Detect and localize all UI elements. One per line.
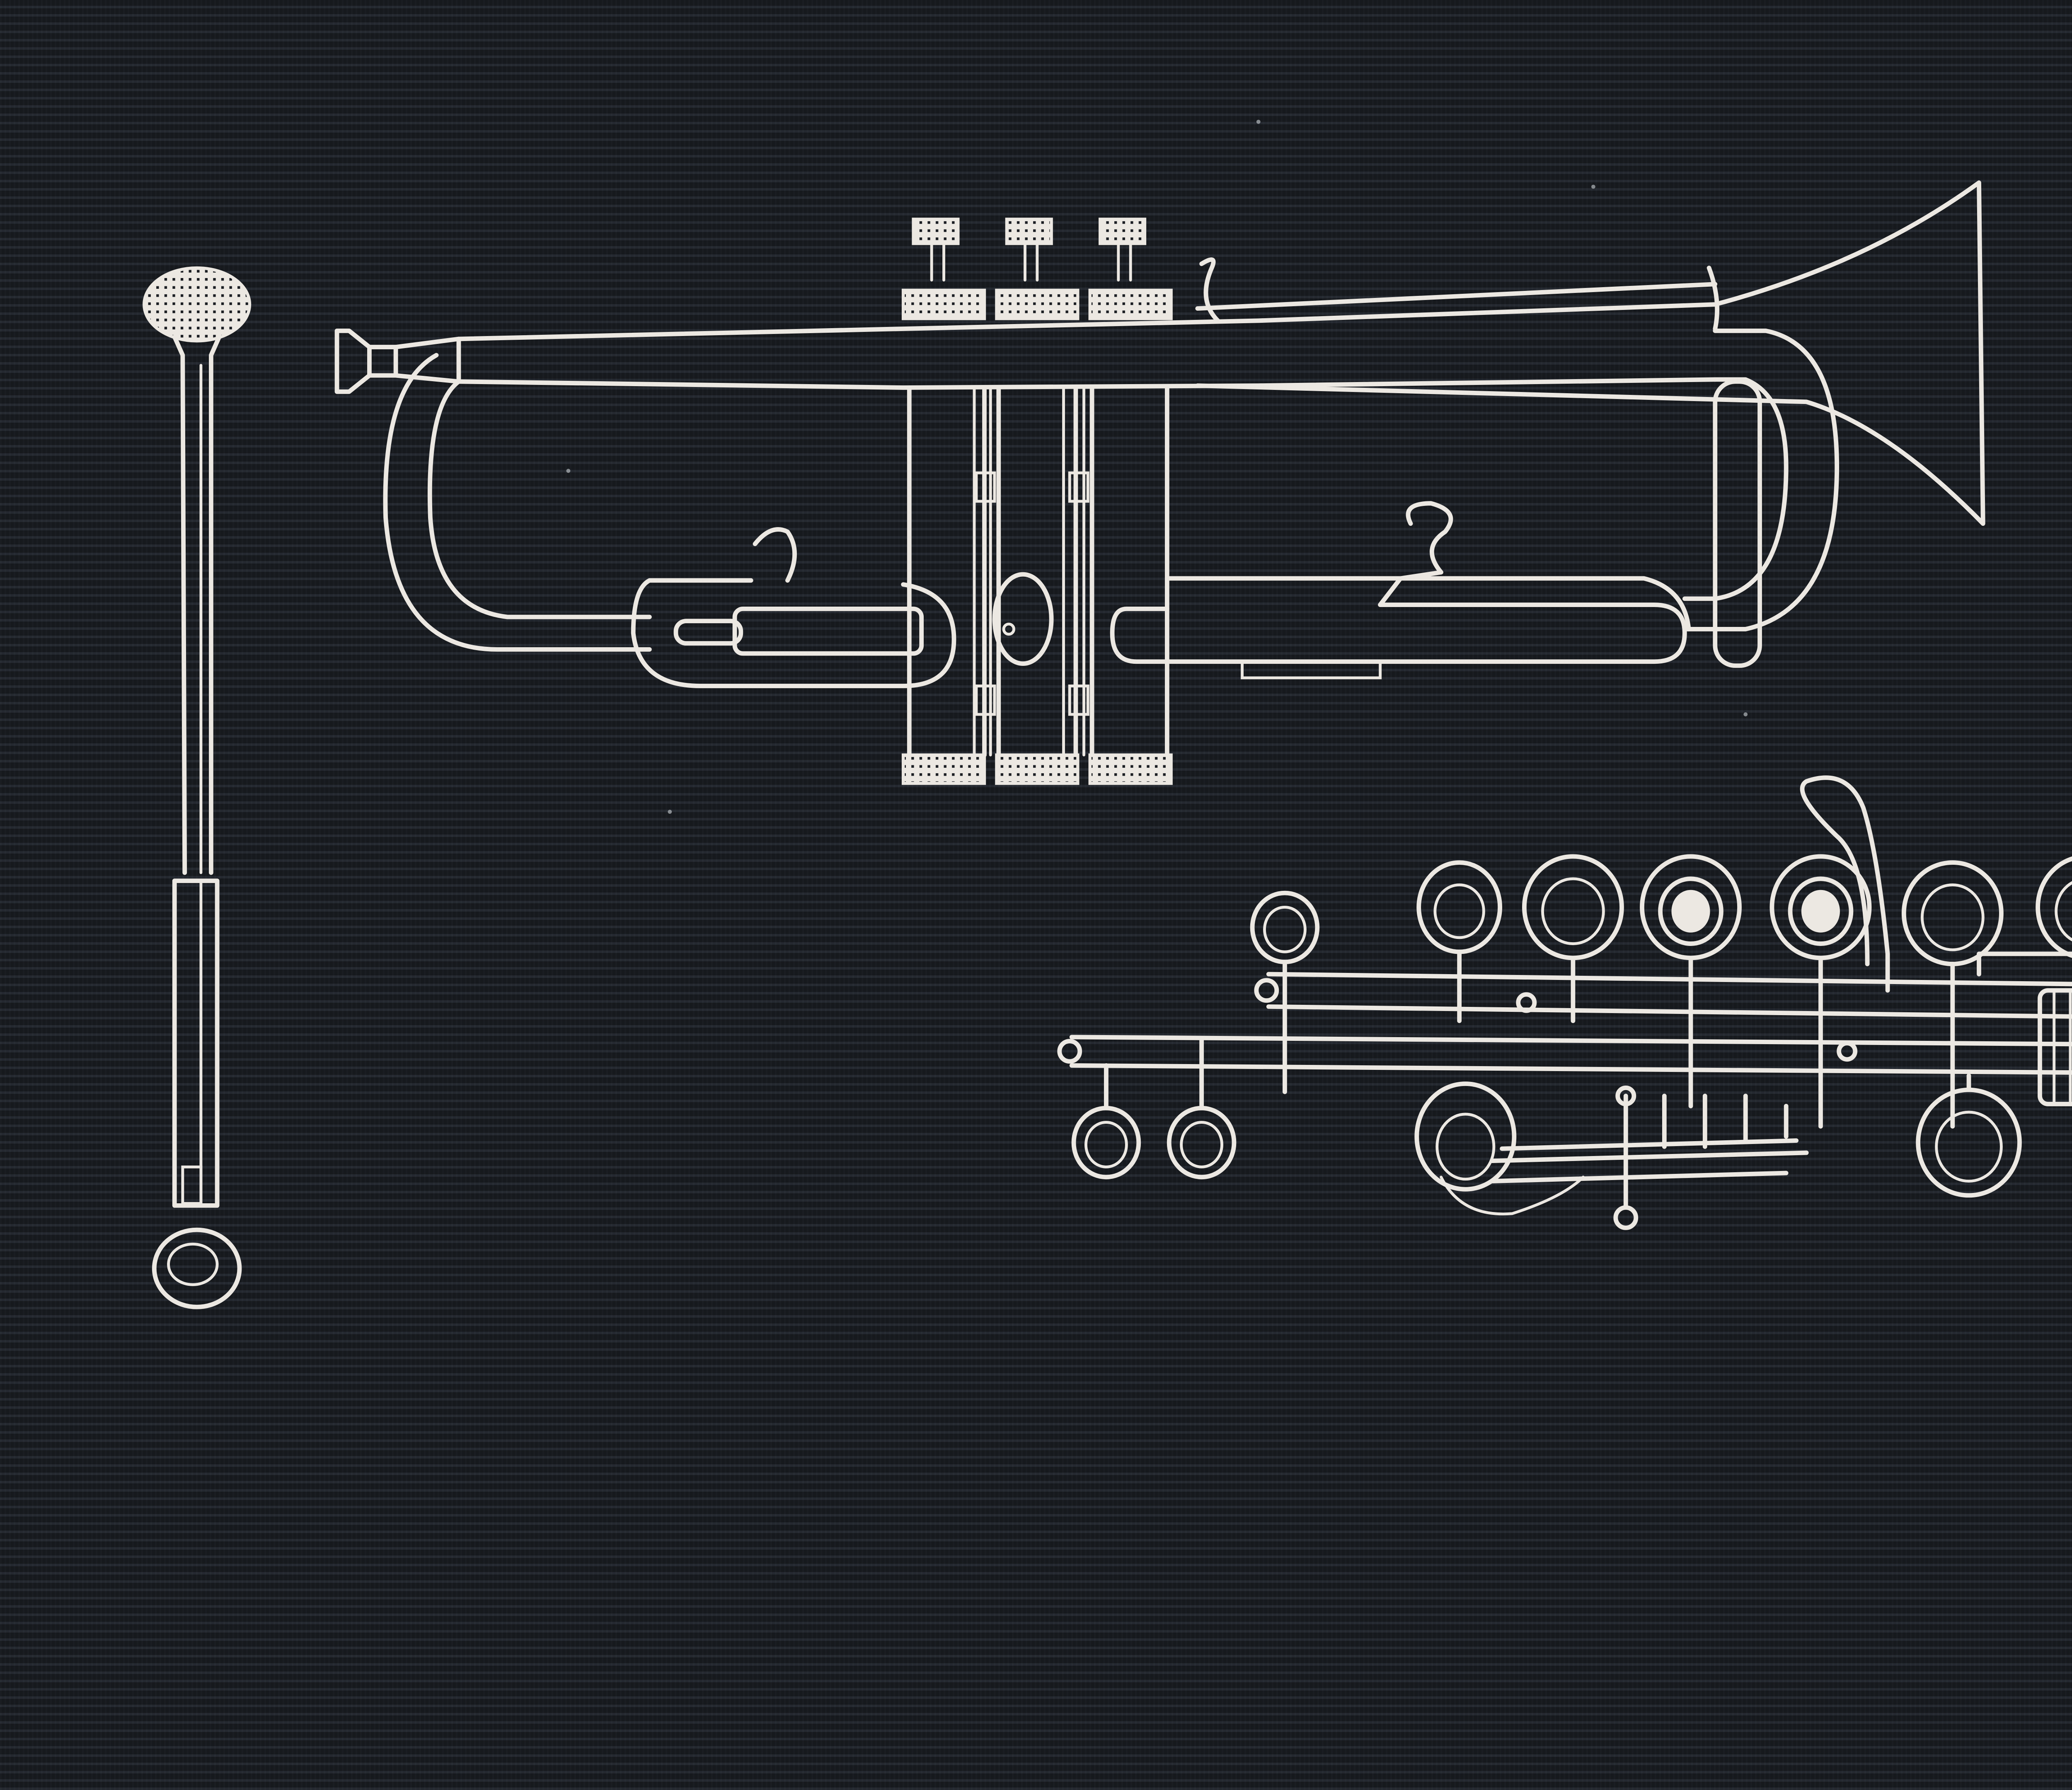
trumpet-icon (334, 180, 1985, 785)
mallet-icon (143, 266, 252, 1309)
flute-keywork-icon (1057, 775, 2072, 1230)
speckle-noise (566, 119, 1748, 814)
